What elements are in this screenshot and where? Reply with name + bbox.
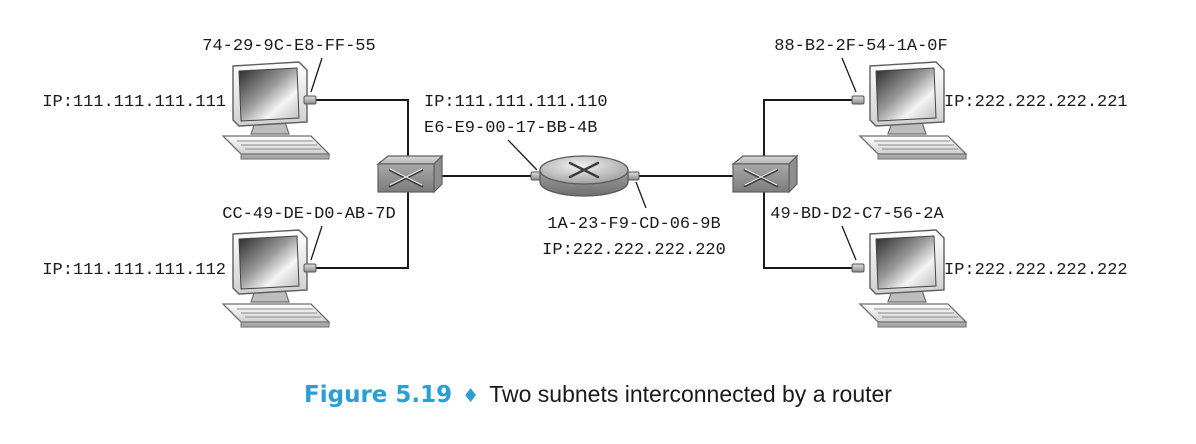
router <box>530 154 640 198</box>
caption-text: Two subnets interconnected by a router <box>489 381 892 407</box>
link-host-a-switch1 <box>316 99 409 158</box>
caption-line: Figure 5.19 ♦ Two subnets interconnected b… <box>304 381 892 408</box>
switch-icon-subnet1 <box>376 154 444 194</box>
host-a-mac-address: 74-29-9C-E8-FF-55 <box>202 37 375 56</box>
cable-plug-icon <box>303 95 317 105</box>
host-a-labels: 74-29-9C-E8-FF-55 IP:111.111.111.111 <box>42 37 375 112</box>
computer-icon <box>222 61 330 160</box>
router-icon <box>538 154 630 198</box>
network-links <box>316 99 856 269</box>
router-right-interface-labels: 1A-23-F9-CD-06-9B IP:222.222.222.220 <box>542 215 726 260</box>
leader-host-c-mac <box>841 57 857 93</box>
cable-plug-icon <box>303 263 317 273</box>
link-host-d-switch2 <box>763 192 856 269</box>
host-d-mac-address: 49-BD-D2-C7-56-2A <box>770 205 944 224</box>
host-c-labels: 88-B2-2F-54-1A-0F IP:222.222.222.221 <box>774 37 1127 112</box>
router-right-mac-address: 1A-23-F9-CD-06-9B <box>547 215 720 234</box>
leader-host-b-mac <box>310 225 323 261</box>
leader-host-d-mac <box>841 225 857 261</box>
link-host-b-switch1 <box>316 192 409 269</box>
host-c-ip-address: IP:222.222.222.221 <box>944 93 1128 112</box>
link-host-c-switch2 <box>763 99 856 158</box>
caption-figure-number: Figure 5.19 <box>304 382 452 408</box>
host-c-mac-address: 88-B2-2F-54-1A-0F <box>774 37 947 56</box>
host-d-labels: 49-BD-D2-C7-56-2A IP:222.222.222.222 <box>770 205 1127 280</box>
leader-router-left-mac <box>507 139 538 171</box>
router-right-port-icon <box>626 171 640 181</box>
host-b <box>222 229 330 328</box>
figure-caption: Figure 5.19 ♦ Two subnets interconnected b… <box>304 381 892 408</box>
leader-router-right-mac <box>635 181 647 209</box>
router-right-ip-address: IP:222.222.222.220 <box>542 241 726 260</box>
cable-plug-icon <box>851 95 865 105</box>
host-b-mac-address: CC-49-DE-D0-AB-7D <box>222 205 395 224</box>
router-left-ip-address: IP:111.111.111.110 <box>424 93 608 112</box>
switch-icon-subnet2 <box>731 154 799 194</box>
host-d-ip-address: IP:222.222.222.222 <box>944 261 1128 280</box>
host-b-ip-address: IP:111.111.111.112 <box>42 261 226 280</box>
computer-icon <box>222 229 330 328</box>
cable-plug-icon <box>851 263 865 273</box>
label-leaders <box>310 57 857 261</box>
host-a <box>222 61 330 160</box>
router-left-mac-address: E6-E9-00-17-BB-4B <box>424 119 597 138</box>
host-b-labels: CC-49-DE-D0-AB-7D IP:111.111.111.112 <box>42 205 395 280</box>
caption-diamond-icon: ♦ <box>462 385 479 407</box>
router-left-interface-labels: IP:111.111.111.110 E6-E9-00-17-BB-4B <box>424 93 608 138</box>
host-a-ip-address: IP:111.111.111.111 <box>42 93 226 112</box>
leader-host-a-mac <box>310 57 323 93</box>
